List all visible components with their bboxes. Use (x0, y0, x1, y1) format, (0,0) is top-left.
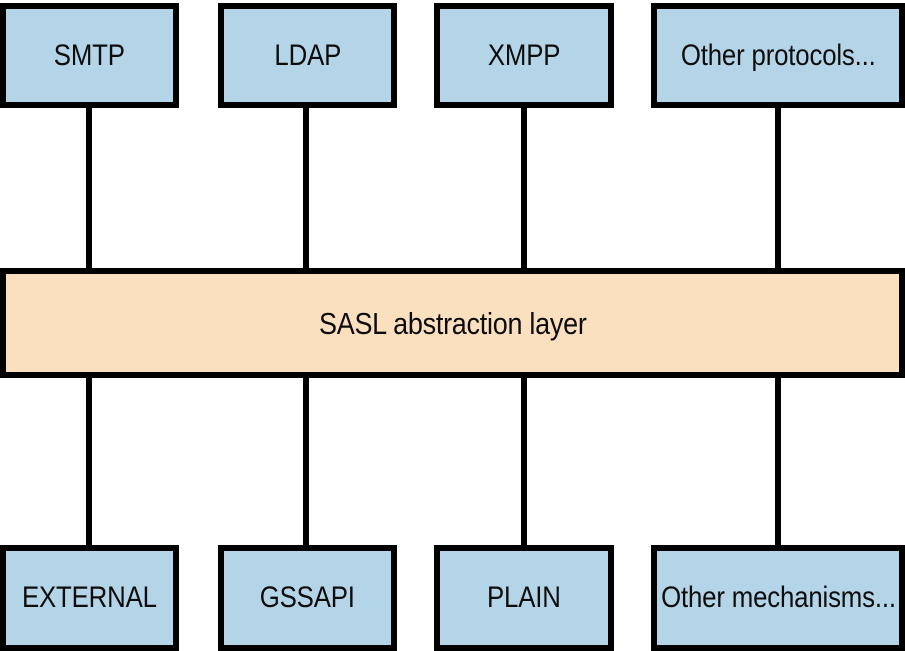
node-mechanism-external: EXTERNAL (0, 545, 179, 651)
node-label: LDAP (274, 38, 341, 72)
sasl-abstraction-layer-bar: SASL abstraction layer (0, 268, 905, 378)
connector-other-protocols-to-sasl (775, 105, 781, 271)
connector-smtp-to-sasl (86, 105, 92, 271)
connector-sasl-to-other-mechanisms (775, 375, 781, 547)
node-label: PLAIN (487, 581, 561, 614)
node-protocol-xmpp: XMPP (434, 3, 614, 108)
node-protocol-ldap: LDAP (218, 3, 397, 108)
connector-sasl-to-external (86, 375, 92, 547)
node-label: Other protocols... (680, 38, 876, 72)
node-label: XMPP (487, 38, 561, 72)
connector-sasl-to-gssapi (303, 375, 309, 547)
node-label: SMTP (53, 38, 125, 72)
node-mechanism-other: Other mechanisms... (651, 545, 905, 651)
node-label: GSSAPI (259, 581, 356, 614)
connector-xmpp-to-sasl (521, 105, 527, 271)
node-protocol-other: Other protocols... (651, 3, 905, 108)
node-protocol-smtp: SMTP (0, 3, 179, 108)
connector-ldap-to-sasl (303, 105, 309, 271)
node-mechanism-gssapi: GSSAPI (218, 545, 397, 651)
sasl-abstraction-layer-label: SASL abstraction layer (318, 305, 587, 341)
connector-sasl-to-plain (521, 375, 527, 547)
node-label: EXTERNAL (22, 581, 157, 614)
node-label: Other mechanisms... (660, 581, 896, 614)
node-mechanism-plain: PLAIN (434, 545, 614, 651)
